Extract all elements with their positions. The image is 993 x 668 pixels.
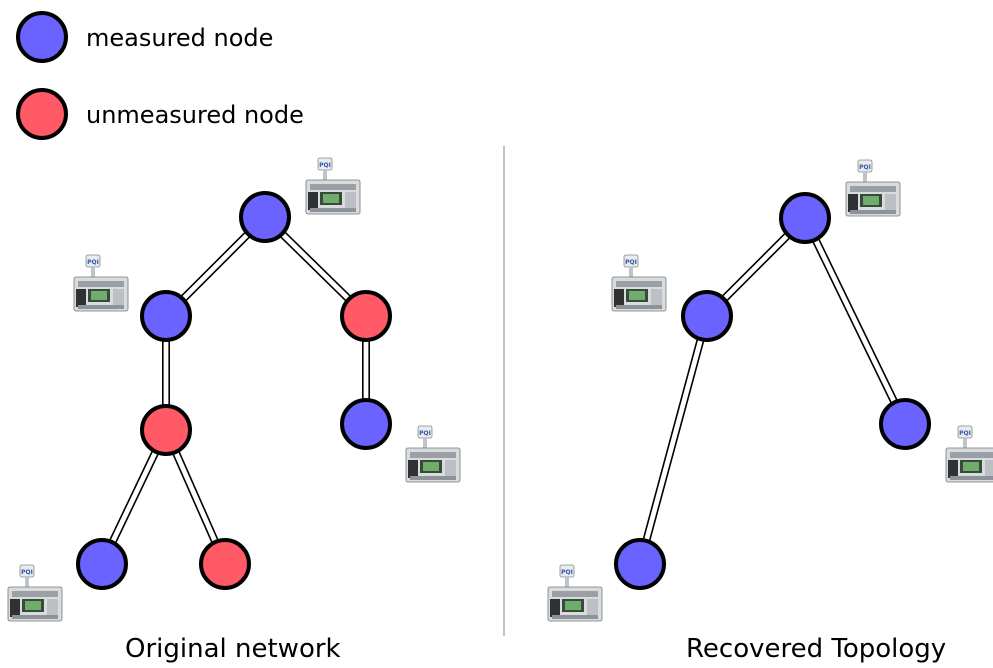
recovered-edge-left-bottom-left xyxy=(636,314,711,566)
original-pmu-device-icon-left xyxy=(73,254,129,312)
recovered-pmu-device-icon-root xyxy=(845,159,901,217)
legend-unmeasured-label: unmeasured node xyxy=(86,101,304,129)
recovered-node-right-leaf-measured xyxy=(879,398,931,450)
legend-measured-swatch xyxy=(16,11,68,63)
original-node-right-leaf-measured xyxy=(340,398,392,450)
legend-measured-label: measured node xyxy=(86,24,274,52)
legend-unmeasured-swatch xyxy=(16,88,68,140)
recovered-pmu-device-icon-bottom-left xyxy=(547,564,603,622)
original-pmu-device-icon-bottom-left xyxy=(7,564,63,622)
original-node-bottom-left-measured xyxy=(76,538,128,590)
recovered-pmu-device-icon-left xyxy=(611,254,667,312)
recovered-node-bottom-left-measured xyxy=(614,538,666,590)
recovered-topology-caption: Recovered Topology xyxy=(686,634,947,664)
recovered-node-root-measured xyxy=(779,192,831,244)
recovered-edge-root-right-leaf xyxy=(801,216,909,426)
original-node-mid-unmeasured xyxy=(140,404,192,456)
original-pmu-device-icon-right-leaf xyxy=(405,425,461,483)
original-node-root-measured xyxy=(239,191,291,243)
recovered-node-left-measured xyxy=(681,290,733,342)
original-network-caption: Original network xyxy=(125,634,341,664)
original-node-right-unmeasured xyxy=(340,290,392,342)
original-node-bottom-right-unmeasured xyxy=(199,538,251,590)
recovered-pmu-device-icon-right-leaf xyxy=(945,425,993,483)
original-node-left-measured xyxy=(140,290,192,342)
original-pmu-device-icon-root xyxy=(305,157,361,215)
